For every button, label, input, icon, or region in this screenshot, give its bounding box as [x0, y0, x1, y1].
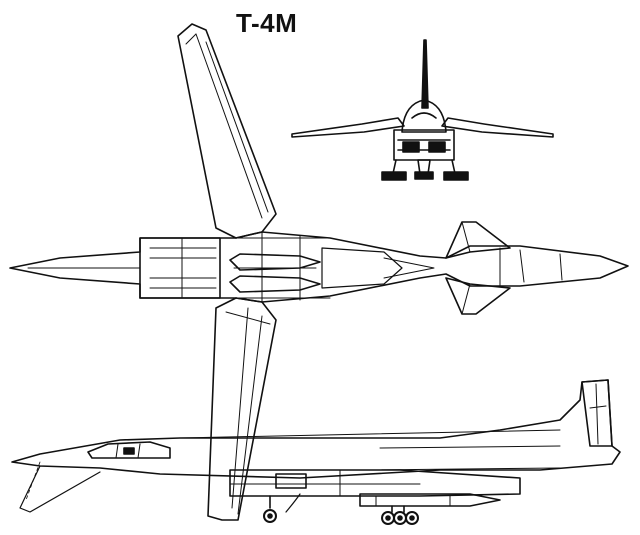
side-view-droop-nose	[20, 466, 100, 512]
top-view-missile-2	[230, 276, 320, 292]
front-view-wing-left	[292, 118, 404, 137]
side-view-nose-gear	[264, 510, 276, 522]
side-view-fin	[582, 380, 612, 446]
top-view-tailplane-lower	[446, 278, 510, 314]
front-view-fin	[422, 40, 428, 108]
side-view-missile	[360, 494, 500, 506]
front-view-gear-left	[382, 172, 406, 180]
side-view-main-gear	[382, 512, 418, 524]
front-view-nacelle	[394, 130, 454, 160]
drawing-title: T-4M	[236, 8, 298, 38]
top-view-missile-1	[230, 254, 320, 270]
front-view-wing-right	[442, 118, 553, 137]
top-view-fuselage	[10, 232, 628, 302]
front-view-fuselage	[402, 100, 446, 132]
side-view	[12, 380, 620, 524]
top-view	[10, 24, 628, 520]
front-view-gear-right	[444, 172, 468, 180]
side-view-canopy	[88, 442, 170, 458]
front-view	[292, 40, 553, 180]
top-view-nozzles	[140, 238, 220, 298]
top-view-wing-lower	[208, 298, 276, 520]
front-view-canopy	[412, 113, 436, 118]
side-view-fuselage	[12, 380, 620, 478]
top-view-tailplane-upper	[446, 222, 510, 258]
top-view-wing-upper	[178, 24, 276, 238]
